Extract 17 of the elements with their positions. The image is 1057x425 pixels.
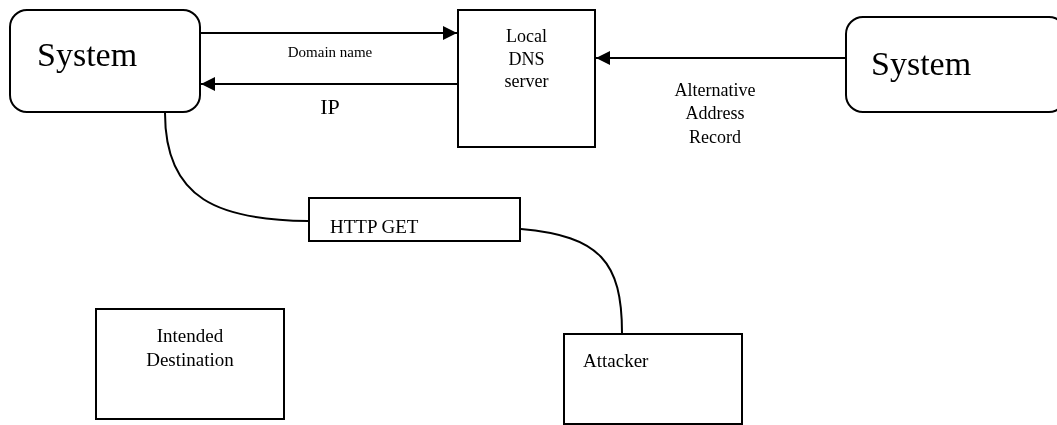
node-label: Intended Destination (145, 324, 235, 372)
node-label: System (871, 44, 972, 85)
arrow (595, 51, 846, 65)
arrow (200, 77, 458, 91)
rounded-box (9, 9, 201, 113)
node-label: Local DNS server (503, 25, 550, 93)
node-label: Attacker (583, 349, 649, 373)
arrow (200, 26, 458, 40)
node-label: HTTP GET (330, 214, 419, 239)
rounded-box (845, 16, 1057, 113)
process-box (308, 197, 521, 242)
node-label: System (37, 34, 138, 75)
process-box (563, 333, 743, 425)
process-box (95, 308, 285, 420)
connector-line (164, 112, 309, 222)
connector-line (520, 228, 623, 334)
process-box (457, 9, 596, 148)
